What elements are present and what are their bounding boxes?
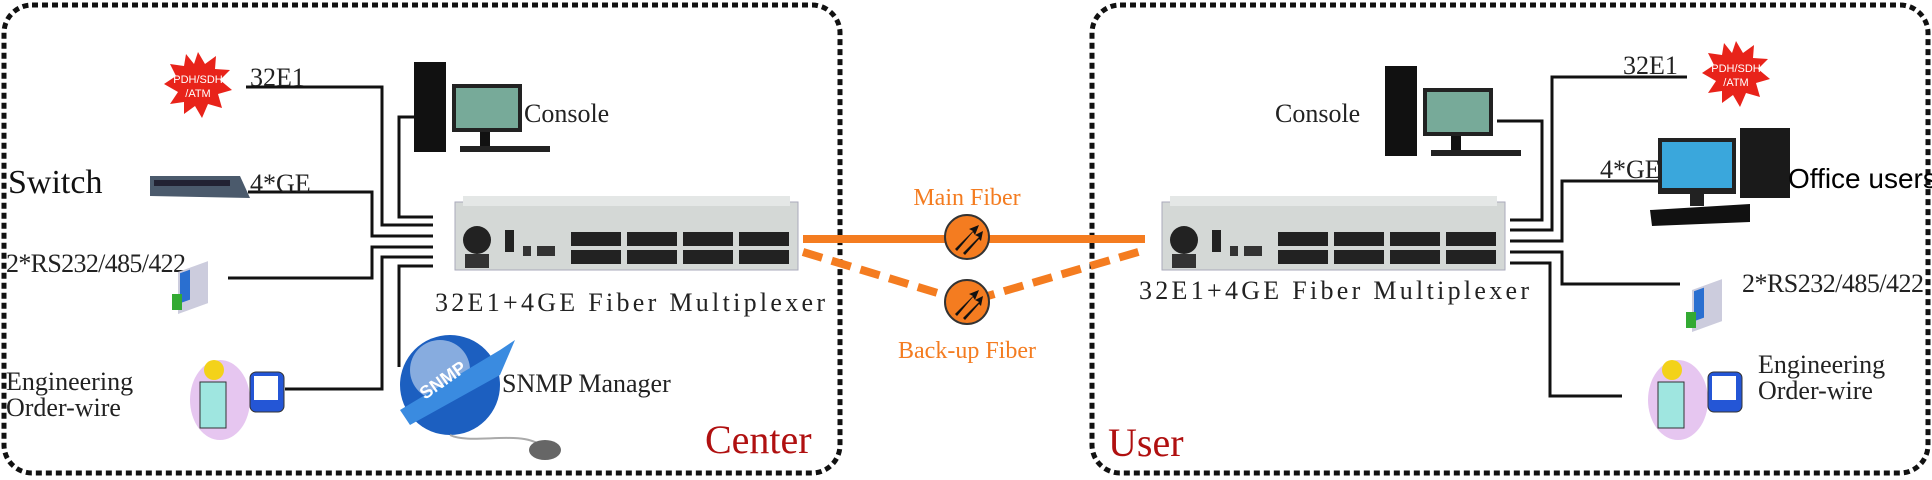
line-serial xyxy=(228,245,433,280)
orderwire-label-user: Order-wire xyxy=(1758,376,1873,405)
e1-label-center: 32E1 xyxy=(250,63,305,92)
badge-text: PDH/SDH xyxy=(1711,63,1761,75)
badge-text: /ATM xyxy=(1723,77,1748,89)
center-region-label: Center xyxy=(705,417,812,462)
serial-label-center: 2*RS232/485/422 xyxy=(6,249,186,278)
main-fiber-icon xyxy=(944,214,990,260)
serial-label-user: 2*RS232/485/422 xyxy=(1742,269,1924,298)
line-e1 xyxy=(246,85,433,227)
line-orderwire xyxy=(285,255,433,391)
backup-fiber-icon xyxy=(944,279,990,325)
line-console xyxy=(397,115,433,219)
line-console-user xyxy=(1497,119,1544,222)
ge-label-user: 4*GE xyxy=(1600,155,1661,184)
line-ge-user xyxy=(1510,179,1658,243)
badge-text: PDH/SDH xyxy=(173,74,223,86)
line-snmp xyxy=(397,264,433,367)
console-label-user: Console xyxy=(1275,99,1360,128)
switch-icon xyxy=(150,176,250,198)
multiplexer-center xyxy=(454,195,799,271)
line-e1-user xyxy=(1510,75,1687,232)
mux-label-user: 32E1+4GE Fiber Multiplexer xyxy=(1139,276,1529,305)
main-fiber-label: Main Fiber xyxy=(913,185,1020,211)
orderwire-label-center: Order-wire xyxy=(6,393,121,422)
user-region-label: User xyxy=(1108,420,1184,465)
badge-text: /ATM xyxy=(185,88,210,100)
console-pc-icon-user xyxy=(1385,66,1521,156)
orderwire-phone-icon-user xyxy=(1647,359,1743,441)
serial-converter-icon-user xyxy=(1686,279,1722,332)
line-serial-user xyxy=(1510,250,1680,286)
orderwire-phone-icon xyxy=(189,359,285,441)
snmp-globe-icon: SNMP xyxy=(400,335,561,460)
line-switch xyxy=(248,190,433,238)
snmp-manager-label: SNMP Manager xyxy=(502,369,671,398)
orderwire-label-center: Engineering xyxy=(6,367,133,396)
ge-label-center: 4*GE xyxy=(250,169,311,198)
office-users-label: Office users xyxy=(1788,163,1932,194)
backup-fiber-label: Back-up Fiber xyxy=(898,338,1036,364)
multiplexer-user xyxy=(1161,195,1506,271)
orderwire-label-user: Engineering xyxy=(1758,350,1885,379)
user-region-border xyxy=(1089,2,1931,476)
console-label-center: Console xyxy=(524,99,609,128)
line-orderwire-user xyxy=(1510,261,1622,398)
center-region-border xyxy=(1,2,843,476)
mux-label-center: 32E1+4GE Fiber Multiplexer xyxy=(435,288,825,317)
switch-label: Switch xyxy=(8,164,102,201)
e1-label-user: 32E1 xyxy=(1623,51,1678,80)
office-pc-icon xyxy=(1650,128,1790,226)
